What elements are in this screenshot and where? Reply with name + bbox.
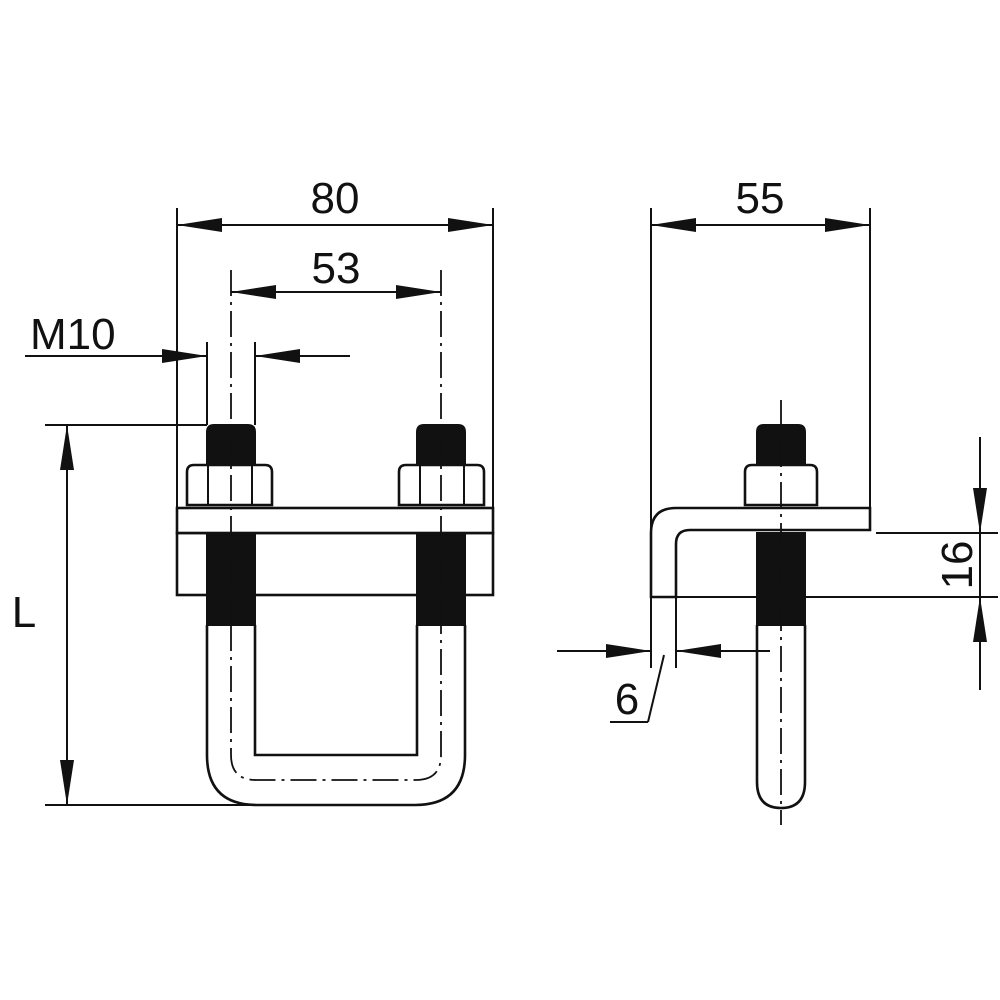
dimension-m10: M10 <box>25 310 350 425</box>
side-bolt-leg <box>755 625 807 810</box>
dimension-16: 16 <box>676 437 998 690</box>
dim-label-55: 55 <box>736 174 785 223</box>
top-plate <box>175 506 495 535</box>
dimension-6: 6 <box>557 597 770 724</box>
dimension-53: 53 <box>231 244 441 299</box>
dim-label-6: 6 <box>615 675 639 724</box>
nut-left <box>185 463 274 507</box>
dim-label-80: 80 <box>311 174 360 223</box>
u-bolt-inner-outline <box>253 625 419 757</box>
side-view: 55 16 6 <box>557 174 998 825</box>
u-bolt-outer-outline <box>205 625 467 807</box>
dimension-80: 80 <box>176 174 494 508</box>
dim-label-53: 53 <box>312 244 361 293</box>
dimension-55: 55 <box>650 174 871 533</box>
u-bolt-centerline <box>230 625 442 781</box>
dim-label-16: 16 <box>933 541 982 590</box>
side-l-bracket <box>649 506 872 599</box>
dim-label-m10: M10 <box>30 310 116 359</box>
dimension-l: L <box>12 424 257 806</box>
dim-label-l: L <box>12 588 36 637</box>
front-view: 80 53 M10 L <box>12 174 495 807</box>
